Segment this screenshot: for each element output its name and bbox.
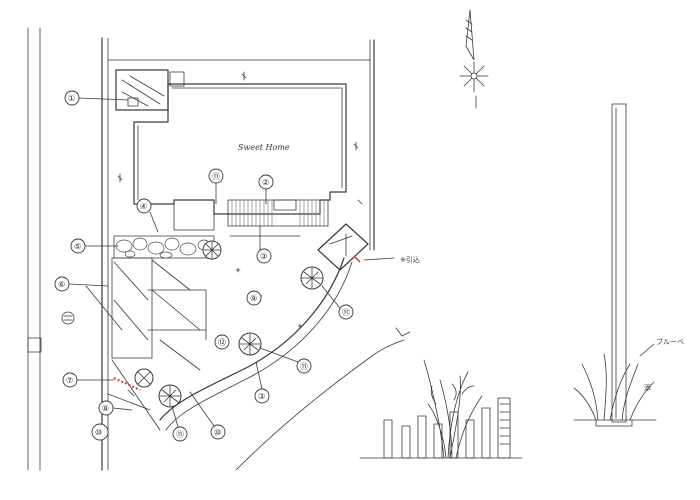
property-boundary: [101, 37, 375, 471]
svg-text:⑪: ⑪: [342, 308, 350, 317]
callout-11-c: ⑪: [259, 347, 312, 374]
svg-text:②: ②: [262, 178, 269, 187]
callout-3: ③: [254, 361, 270, 404]
callout-2: ②: [258, 174, 274, 205]
svg-text:⑥: ⑥: [58, 280, 65, 289]
svg-text:⑩: ⑩: [214, 428, 221, 437]
stone-path: [113, 225, 301, 259]
callout-11-d: ⑪: [171, 405, 188, 442]
svg-text:⑫: ⑫: [218, 338, 226, 347]
callout-7: ⑦: [62, 372, 115, 388]
contour-tick: [395, 327, 411, 337]
wood-deck: [173, 199, 329, 231]
north-arrow-icon: [465, 9, 475, 61]
tree-symbols: [61, 240, 324, 408]
svg-text:⑪: ⑪: [300, 362, 308, 371]
tree-symbol-icon: [238, 332, 262, 356]
callout-8: ⑧: [98, 400, 133, 416]
grass-note: ブルーベ: [656, 337, 684, 346]
stake-note: 添: [644, 383, 651, 392]
callout-12: ⑫: [214, 334, 230, 350]
house-footprint: Sweet Home: [133, 83, 347, 215]
callout-11-a: ⑪: [208, 168, 224, 205]
svg-text:⑤: ⑤: [74, 242, 81, 251]
tree-symbol-icon: [134, 368, 154, 388]
gate-unit: ※引込: [317, 223, 420, 271]
parking-area: [85, 257, 207, 371]
shrub-symbol-icon: [202, 240, 222, 260]
callout-5: ⑤: [70, 238, 119, 254]
callout-10: ⑩: [189, 391, 226, 440]
callout-1: ①: [64, 90, 129, 106]
svg-text:⑪: ⑪: [212, 172, 220, 181]
callout-4: ④: [136, 198, 159, 233]
road-edge-lines: [27, 27, 42, 471]
compass-star-icon: [459, 61, 489, 109]
storage-box: [115, 69, 185, 111]
svg-text:③: ③: [258, 392, 265, 401]
tree-symbol-icon: [158, 384, 182, 408]
gate-note: ※引込: [400, 255, 420, 264]
svg-text:⑩: ⑩: [95, 428, 102, 437]
callout-9: ⑨: [246, 290, 262, 306]
svg-text:④: ④: [140, 202, 147, 211]
callout-3b: ③: [256, 248, 272, 264]
pole-elevation: ブルーベ 添: [573, 103, 684, 427]
callout-6: ⑥: [54, 276, 109, 292]
fence-elevation: [359, 359, 523, 459]
svg-text:③: ③: [260, 252, 267, 261]
svg-text:⑧: ⑧: [102, 404, 109, 413]
svg-text:⑨: ⑨: [250, 294, 257, 303]
svg-text:⑪: ⑪: [176, 430, 184, 439]
red-planting-strip: [113, 377, 141, 391]
tree-symbol-icon: [300, 266, 324, 290]
svg-text:⑦: ⑦: [66, 376, 73, 385]
callout-11-b: ⑪: [321, 285, 354, 320]
callout-10b: ⑩: [91, 423, 109, 441]
house-label: Sweet Home: [238, 143, 290, 152]
svg-text:①: ①: [68, 94, 75, 103]
site-contour-line: [235, 339, 405, 471]
